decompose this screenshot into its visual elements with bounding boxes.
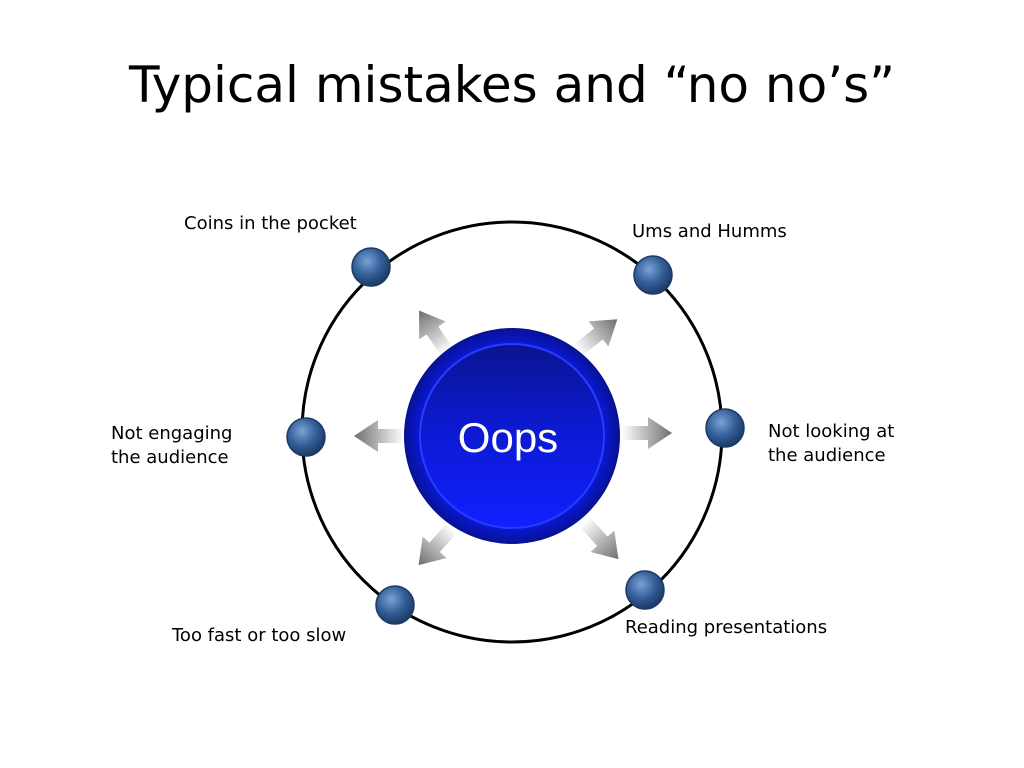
node-too-fast: [375, 585, 415, 625]
arrow-to-not-looking: [622, 417, 672, 449]
label-ums: Ums and Humms: [632, 221, 787, 242]
center-circle: Oops: [404, 328, 620, 544]
label-reading: Reading presentations: [625, 617, 828, 638]
node-ums: [633, 255, 673, 295]
node-reading: [625, 570, 665, 610]
label-not-looking: Not looking at the audience: [768, 421, 895, 466]
label-too-fast: Too fast or too slow: [172, 625, 347, 646]
arrow-to-not-engaging: [354, 420, 404, 452]
arrow-to-reading: [573, 511, 631, 570]
slide-title: Typical mistakes and “no no’s”: [128, 56, 896, 114]
label-coins: Coins in the pocket: [184, 213, 357, 234]
node-coins: [351, 247, 391, 287]
center-label: Oops: [458, 414, 558, 461]
node-not-looking: [705, 408, 745, 448]
label-not-engaging: Not engaging the audience: [111, 423, 233, 468]
node-not-engaging: [286, 417, 326, 457]
